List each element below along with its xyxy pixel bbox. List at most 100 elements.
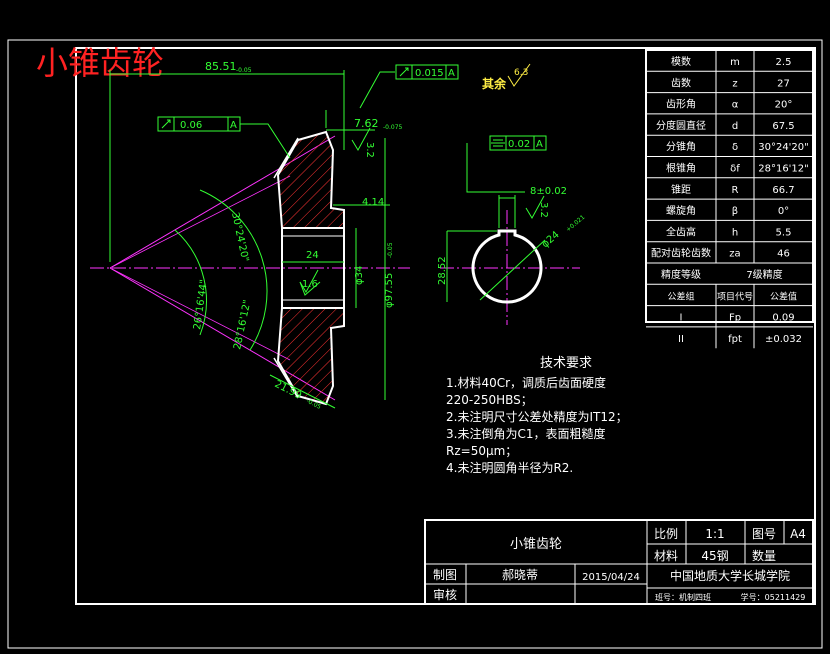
param-name: 齿数: [671, 76, 691, 89]
param-name: 全齿高: [666, 225, 696, 238]
param-symbol: d: [732, 121, 738, 132]
param-value: 66.7: [772, 185, 794, 196]
param-name: 螺旋角: [666, 204, 696, 217]
root-cone-line-bottom: [109, 267, 291, 361]
gdt-runout-cone: 0.06 A: [157, 116, 241, 132]
param-value: 46: [777, 249, 790, 260]
param-name: 齿形角: [666, 99, 696, 111]
param-symbol: h: [732, 227, 738, 238]
tol-header: 公差值: [770, 290, 797, 302]
gdt-runout-face: 0.015 A: [395, 64, 459, 80]
param-name: 配对齿轮齿数: [651, 247, 711, 260]
gear-section-view: [90, 130, 410, 406]
param-value: 2.5: [776, 57, 792, 68]
svg-text:图号: 图号: [752, 527, 776, 541]
param-symbol: β: [732, 206, 738, 217]
overlay-title: 小锥齿轮: [36, 44, 164, 82]
dim-85-tol: -0.05: [236, 67, 252, 74]
gear-section-upper: [276, 130, 345, 229]
param-symbol: α: [732, 100, 739, 111]
param-symbol: δf: [730, 164, 740, 175]
surface-note: 其余 6.3: [482, 63, 531, 91]
svg-text:制图: 制图: [433, 568, 457, 582]
svg-text:1:1: 1:1: [705, 527, 724, 541]
dim-34: φ34: [354, 266, 365, 285]
precision-label: 精度等级: [661, 268, 701, 281]
school-name: 中国地质大学长城学院: [670, 568, 790, 583]
svg-text:比例: 比例: [654, 527, 678, 541]
svg-text:45钢: 45钢: [701, 549, 728, 563]
svg-text:数量: 数量: [752, 548, 776, 563]
svg-text:2015/04/24: 2015/04/24: [582, 572, 640, 583]
gear-params-table: 模数 m 2.5 齿数 z 27 齿形角 α 20° 分度圆直径 d 67.5 分锥角 δ 30°24'20…: [645, 49, 814, 349]
svg-text:0.06: 0.06: [180, 120, 202, 131]
tol-value: 0.09: [772, 313, 794, 324]
svg-text:A4: A4: [790, 527, 806, 541]
tol-header: 公差组: [667, 290, 694, 302]
param-name: 分锥角: [666, 141, 696, 153]
svg-text:审核: 审核: [433, 587, 457, 602]
param-symbol: z: [732, 78, 737, 89]
param-value: 20°: [775, 100, 793, 111]
section-dimensions: [109, 70, 525, 409]
dim-762: 7.62: [354, 117, 379, 130]
runout-arrow-icon: [161, 119, 171, 129]
dim-24: 24: [306, 250, 319, 261]
param-symbol: m: [730, 57, 740, 68]
tech-req-line: 220-250HBS；: [446, 393, 533, 407]
tol-header: 项目代号: [717, 291, 753, 302]
bore-with-keyway: [471, 229, 543, 304]
param-value: 27: [777, 78, 790, 89]
param-name: 模数: [671, 55, 691, 68]
tol-code: Fp: [729, 313, 741, 324]
tech-req-line: 3.未注倒角为C1，表面粗糙度: [446, 426, 605, 441]
title-block: 小锥齿轮 比例 1:1 图号 A4 材料 45钢 数量 制图 郝晓蒂 2015/…: [424, 519, 814, 605]
param-symbol: δ: [732, 142, 738, 153]
dim-762-tol: -0.075: [383, 124, 403, 131]
param-symbol: R: [732, 185, 739, 196]
angle-2: 28°16'12": [232, 299, 253, 351]
svg-text:A: A: [448, 68, 455, 79]
tol-code: fpt: [728, 334, 742, 345]
symmetry-icon: [491, 139, 505, 147]
dim-9755: φ97.55: [384, 273, 395, 308]
key-depth: 28.52: [437, 256, 448, 285]
gear-bore: [281, 227, 345, 309]
param-value: 5.5: [776, 227, 792, 238]
bore-tol: +0.021: [565, 214, 587, 234]
outer-frame: [7, 39, 823, 649]
gdt-symmetry: 0.02 A: [489, 135, 547, 151]
svg-text:学号：05211429: 学号：05211429: [741, 592, 806, 602]
tech-req-line: 1.材料40Cr，调质后齿面硬度: [446, 375, 606, 390]
bore-dim: φ24: [540, 229, 562, 250]
precision-value: 7级精度: [746, 268, 782, 281]
tech-req-heading: 技术要求: [540, 356, 592, 371]
param-name: 根锥角: [666, 162, 696, 175]
param-name: 锥距: [671, 184, 691, 196]
tech-req-line: 2.未注明尺寸公差处精度为IT12；: [446, 409, 628, 424]
svg-text:0.015: 0.015: [415, 68, 444, 79]
tech-req-line: 4.未注明圆角半径为R2.: [446, 460, 573, 475]
dim-414: 4.14: [362, 197, 384, 208]
runout-arrow-icon: [399, 67, 409, 77]
param-value: 28°16'12": [758, 164, 809, 175]
param-name: 分度圆直径: [656, 119, 706, 132]
param-value: 0°: [778, 206, 789, 217]
tol-group: II: [678, 334, 684, 345]
svg-text:郝晓蒂: 郝晓蒂: [502, 568, 538, 582]
keyway-view: [440, 195, 580, 325]
tol-group: I: [680, 313, 683, 324]
dim-32a: 3.2: [364, 142, 375, 158]
technical-requirements: 技术要求 1.材料40Cr，调质后齿面硬度 220-250HBS； 2.未注明尺寸公…: [446, 356, 628, 475]
angle-3: 26°16'44": [192, 279, 210, 331]
roughness-symbols: [299, 127, 545, 294]
param-value: 30°24'20": [758, 142, 809, 153]
svg-text:其余: 其余: [482, 76, 507, 91]
svg-text:材料: 材料: [654, 549, 678, 563]
roughness-icon: [507, 63, 531, 87]
dim-85: 85.51: [205, 60, 237, 73]
dim-32b: 3.2: [538, 202, 549, 218]
svg-text:A: A: [230, 120, 237, 131]
param-value: 67.5: [772, 121, 794, 132]
